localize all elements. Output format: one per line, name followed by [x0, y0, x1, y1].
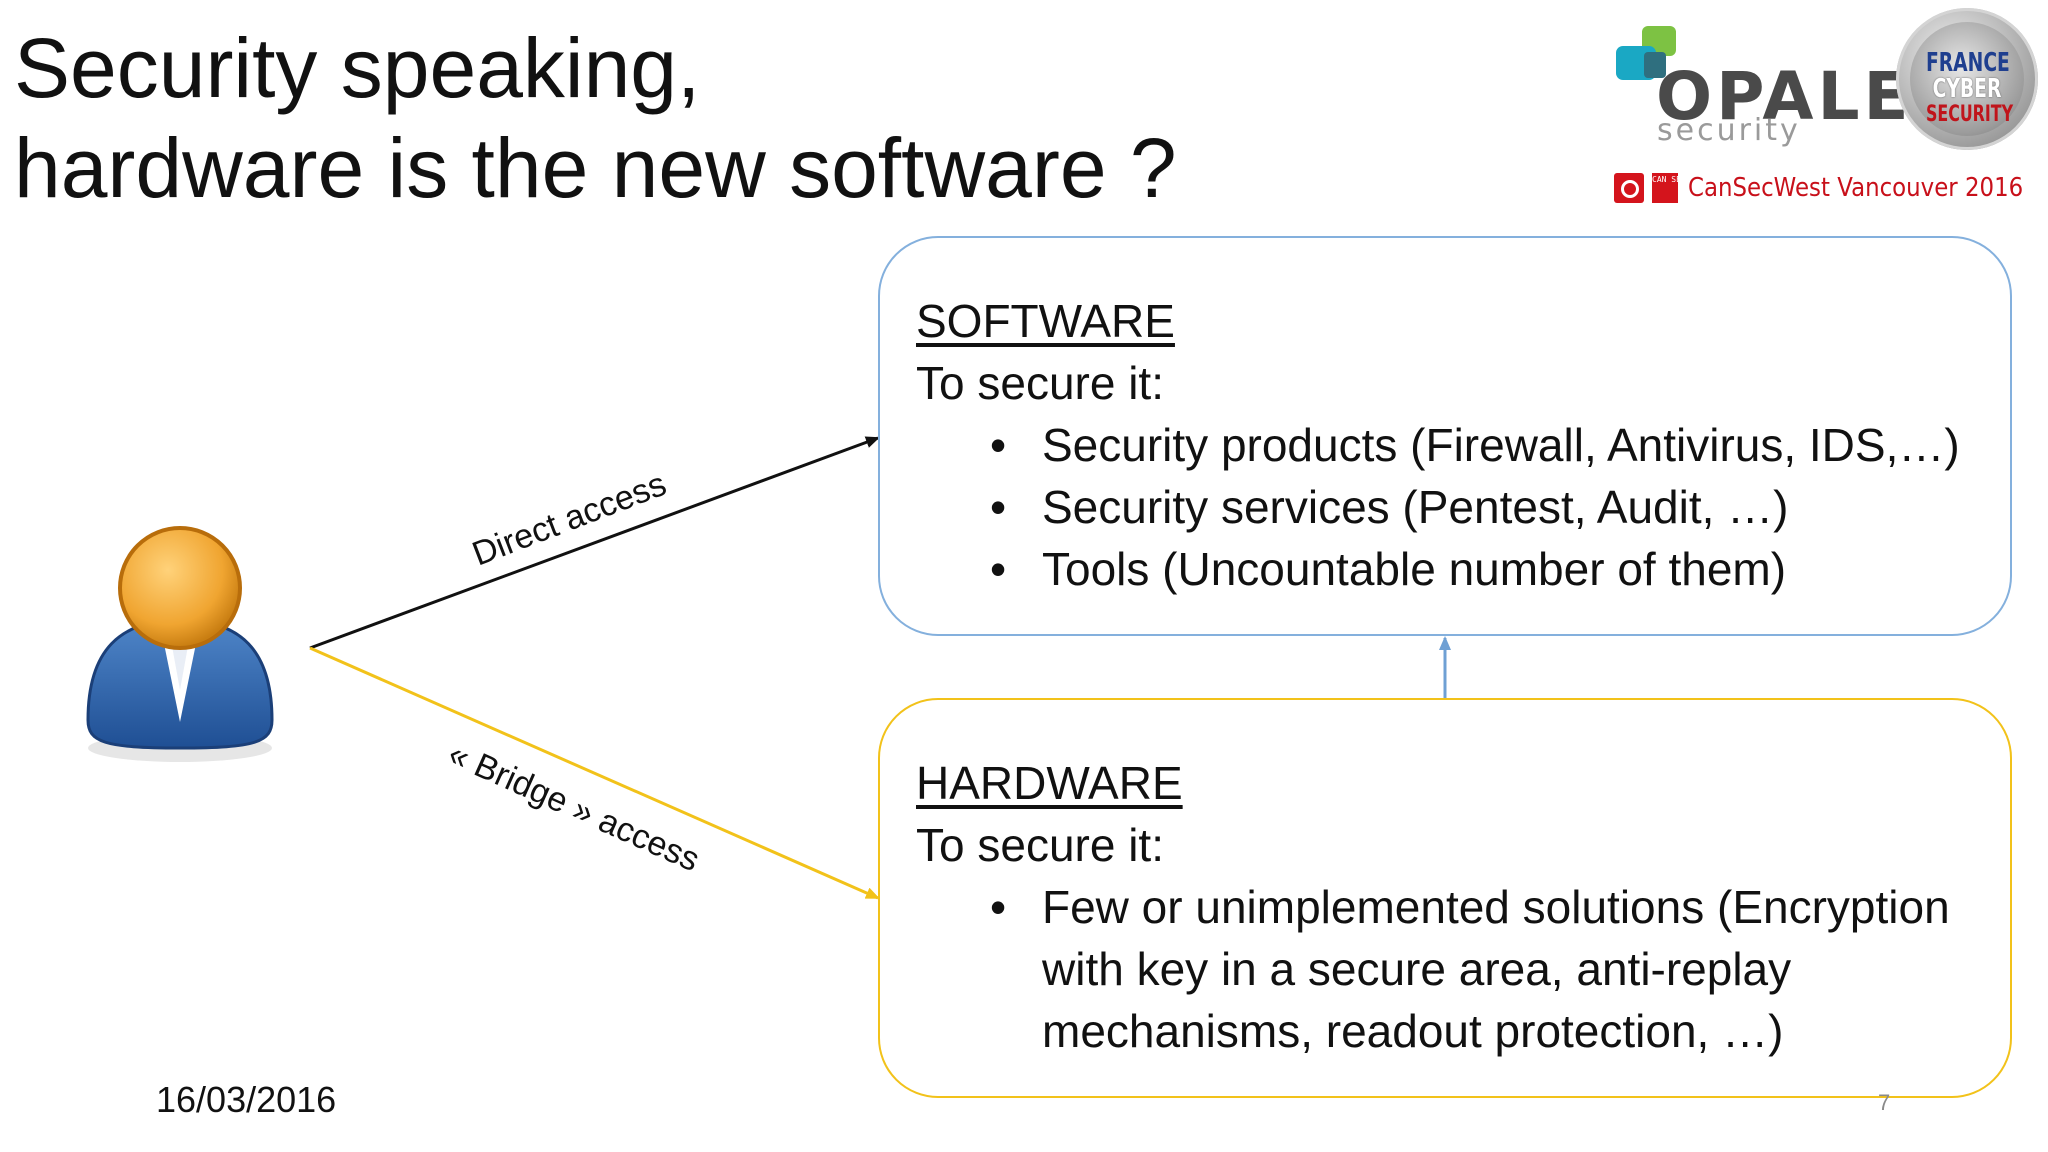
list-item: • Security products (Firewall, Antivirus…	[916, 414, 1990, 476]
hardware-heading: HARDWARE	[916, 757, 1183, 809]
slide-title: Security speaking, hardware is the new s…	[14, 18, 1177, 218]
software-item-services: Security services (Pentest, Audit, …)	[1042, 481, 1789, 533]
direct-access-arrow	[309, 436, 880, 650]
bridge-access-arrow	[309, 646, 880, 900]
software-heading: SOFTWARE	[916, 295, 1175, 347]
software-box-content: SOFTWARE To secure it: • Security produc…	[916, 290, 1990, 600]
list-item: • Security services (Pentest, Audit, …)	[916, 476, 1990, 538]
opale-logo-icon	[1616, 26, 1676, 80]
logo-area: OPALE security FRANCE CYBER SECURITY CAN…	[1600, 8, 2040, 208]
software-list: • Security products (Firewall, Antivirus…	[916, 414, 1990, 600]
bullet: •	[990, 881, 1007, 933]
cansecwest-logo-icon	[1614, 173, 1644, 203]
cansecwest-mark: CAN SEC WEST	[1652, 173, 1710, 203]
badge-line-2: CYBER	[1932, 74, 2002, 104]
bullet: •	[990, 543, 1007, 595]
badge-line-3: SECURITY	[1925, 102, 2014, 127]
conference-name: CanSecWest Vancouver 2016	[1688, 173, 2024, 203]
direct-access-label: Direct access	[467, 465, 671, 574]
user-icon	[86, 526, 274, 762]
slide-date: 16/03/2016	[156, 1079, 337, 1120]
slide-title-line-1: Security speaking,	[14, 21, 701, 115]
hardware-box: HARDWARE To secure it: • Few or unimplem…	[878, 698, 2012, 1098]
software-item-products: Security products (Firewall, Antivirus, …	[1042, 419, 1960, 471]
slide-title-line-2: hardware is the new software ?	[14, 121, 1177, 215]
page-number: 7	[1878, 1090, 1891, 1115]
cansecwest-logo: CAN SEC WEST CanSecWest Vancouver 2016	[1614, 172, 2048, 204]
france-cyber-security-badge-icon: FRANCE CYBER SECURITY	[1896, 8, 2038, 150]
opale-logo-text: OPALE	[1656, 58, 1913, 135]
hardware-box-content: HARDWARE To secure it: • Few or unimplem…	[916, 752, 1990, 1062]
hardware-item-solutions: Few or unimplemented solutions (Encrypti…	[1042, 881, 1950, 1057]
bridge-access-label: « Bridge » access	[443, 735, 705, 880]
list-item: • Tools (Uncountable number of them)	[916, 538, 1990, 600]
hardware-list: • Few or unimplemented solutions (Encryp…	[916, 876, 1990, 1062]
hardware-subheading: To secure it:	[916, 819, 1164, 871]
software-subheading: To secure it:	[916, 357, 1164, 409]
bullet: •	[990, 481, 1007, 533]
opale-logo-subtext: security	[1657, 113, 1801, 148]
badge-line-1: FRANCE	[1925, 48, 2010, 78]
software-box: SOFTWARE To secure it: • Security produc…	[878, 236, 2012, 636]
bullet: •	[990, 419, 1007, 471]
software-item-tools: Tools (Uncountable number of them)	[1042, 543, 1787, 595]
list-item: • Few or unimplemented solutions (Encryp…	[916, 876, 1990, 1062]
badge-inner: FRANCE CYBER SECURITY	[1910, 22, 2024, 136]
